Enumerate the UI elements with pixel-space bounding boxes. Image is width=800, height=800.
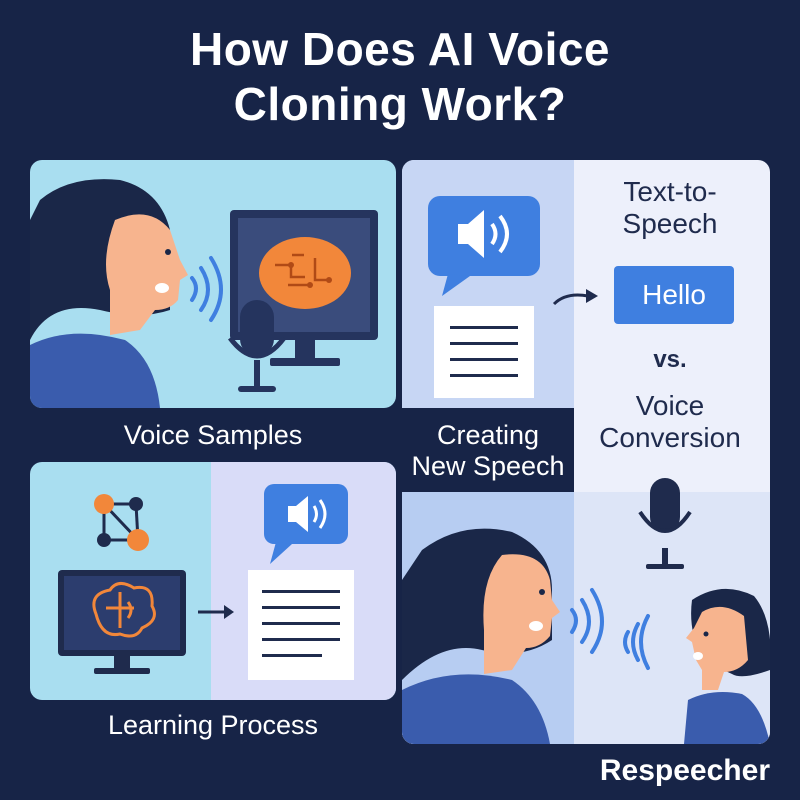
speaker-icon [458,210,509,258]
network-icon [94,494,149,551]
sound-waves-icon [570,588,650,670]
page-title: How Does AI Voice Cloning Work? [0,22,800,132]
vs-text: vs. [653,346,687,373]
microphone-icon [638,478,692,569]
arrow-icon [198,605,234,619]
document-icon [434,306,534,398]
sound-waves-icon [190,256,223,322]
brain-icon [259,237,351,309]
microphone-icon [228,300,286,392]
learning-process-label: Learning Process [107,710,319,740]
voice-conversion-title: Voice Conversion [578,390,762,454]
brand-name: Respeecher [599,754,770,787]
woman-icon [684,588,770,744]
creating-speech-panel [402,160,770,744]
learning-process-panel [30,462,396,700]
tts-title-line-2: Speech [622,208,718,239]
document-icon [248,570,354,680]
creating-label-strip [402,408,574,492]
voice-conversion-line-2: Conversion [599,422,741,453]
tts-title-line-1: Text-to- [623,176,717,207]
voice-samples-panel [30,160,396,408]
woman-icon [402,528,560,744]
title-line-2: Cloning Work? [233,78,567,130]
monitor-icon [58,570,186,674]
voice-conversion-line-1: Voice [635,390,705,421]
creating-speech-label: Creating New Speech [402,420,574,482]
hello-text-box: Hello [614,266,734,324]
speaker-icon [288,496,327,532]
creating-label-line-2: New Speech [411,451,565,481]
title-line-1: How Does AI Voice [189,23,611,75]
brain-icon [92,582,156,638]
voice-samples-label: Voice Samples [123,420,303,450]
creating-label-line-1: Creating [436,420,540,450]
tts-title: Text-to- Speech [590,176,750,240]
woman-icon [30,179,188,408]
arrow-icon [552,289,598,306]
